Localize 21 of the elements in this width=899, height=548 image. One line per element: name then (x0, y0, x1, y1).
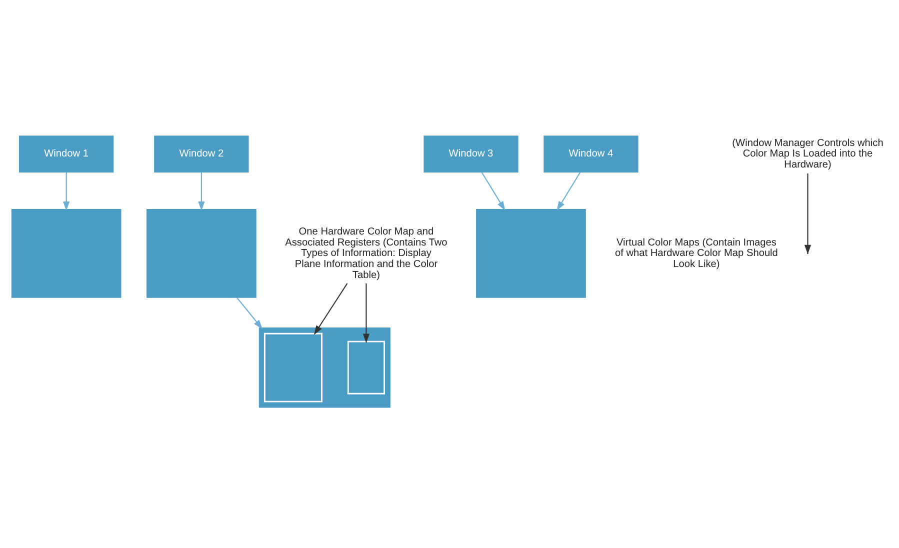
node-box: Window 4 (544, 136, 638, 172)
cluster (258, 327, 390, 408)
arrow (198, 172, 205, 211)
node-box (264, 332, 322, 402)
node-box: Window 3 (424, 136, 518, 172)
node-box (476, 208, 586, 298)
node-text: One Hardware Color Map and Associated Registers (Contains Two Types of Information: Display Plane Information and the Color Table) (285, 226, 448, 281)
node-box: Window 2 (154, 136, 249, 172)
arrow (481, 172, 506, 211)
arrow (362, 283, 370, 344)
arrow (314, 283, 348, 335)
arrow (556, 172, 581, 211)
node-box: Window 1 (18, 136, 114, 172)
label: Virtual Color Maps (Contain Images of what Hardware Color Map Should Look Like) (614, 237, 778, 270)
arrow (236, 297, 262, 330)
arrow (804, 173, 812, 254)
node-box (146, 208, 256, 298)
arrow (63, 172, 70, 211)
node-box (11, 208, 122, 298)
node-text: (Window Manager Controls which Color Map Is Loaded into the Hardware) (732, 138, 884, 171)
node-box (347, 340, 385, 394)
